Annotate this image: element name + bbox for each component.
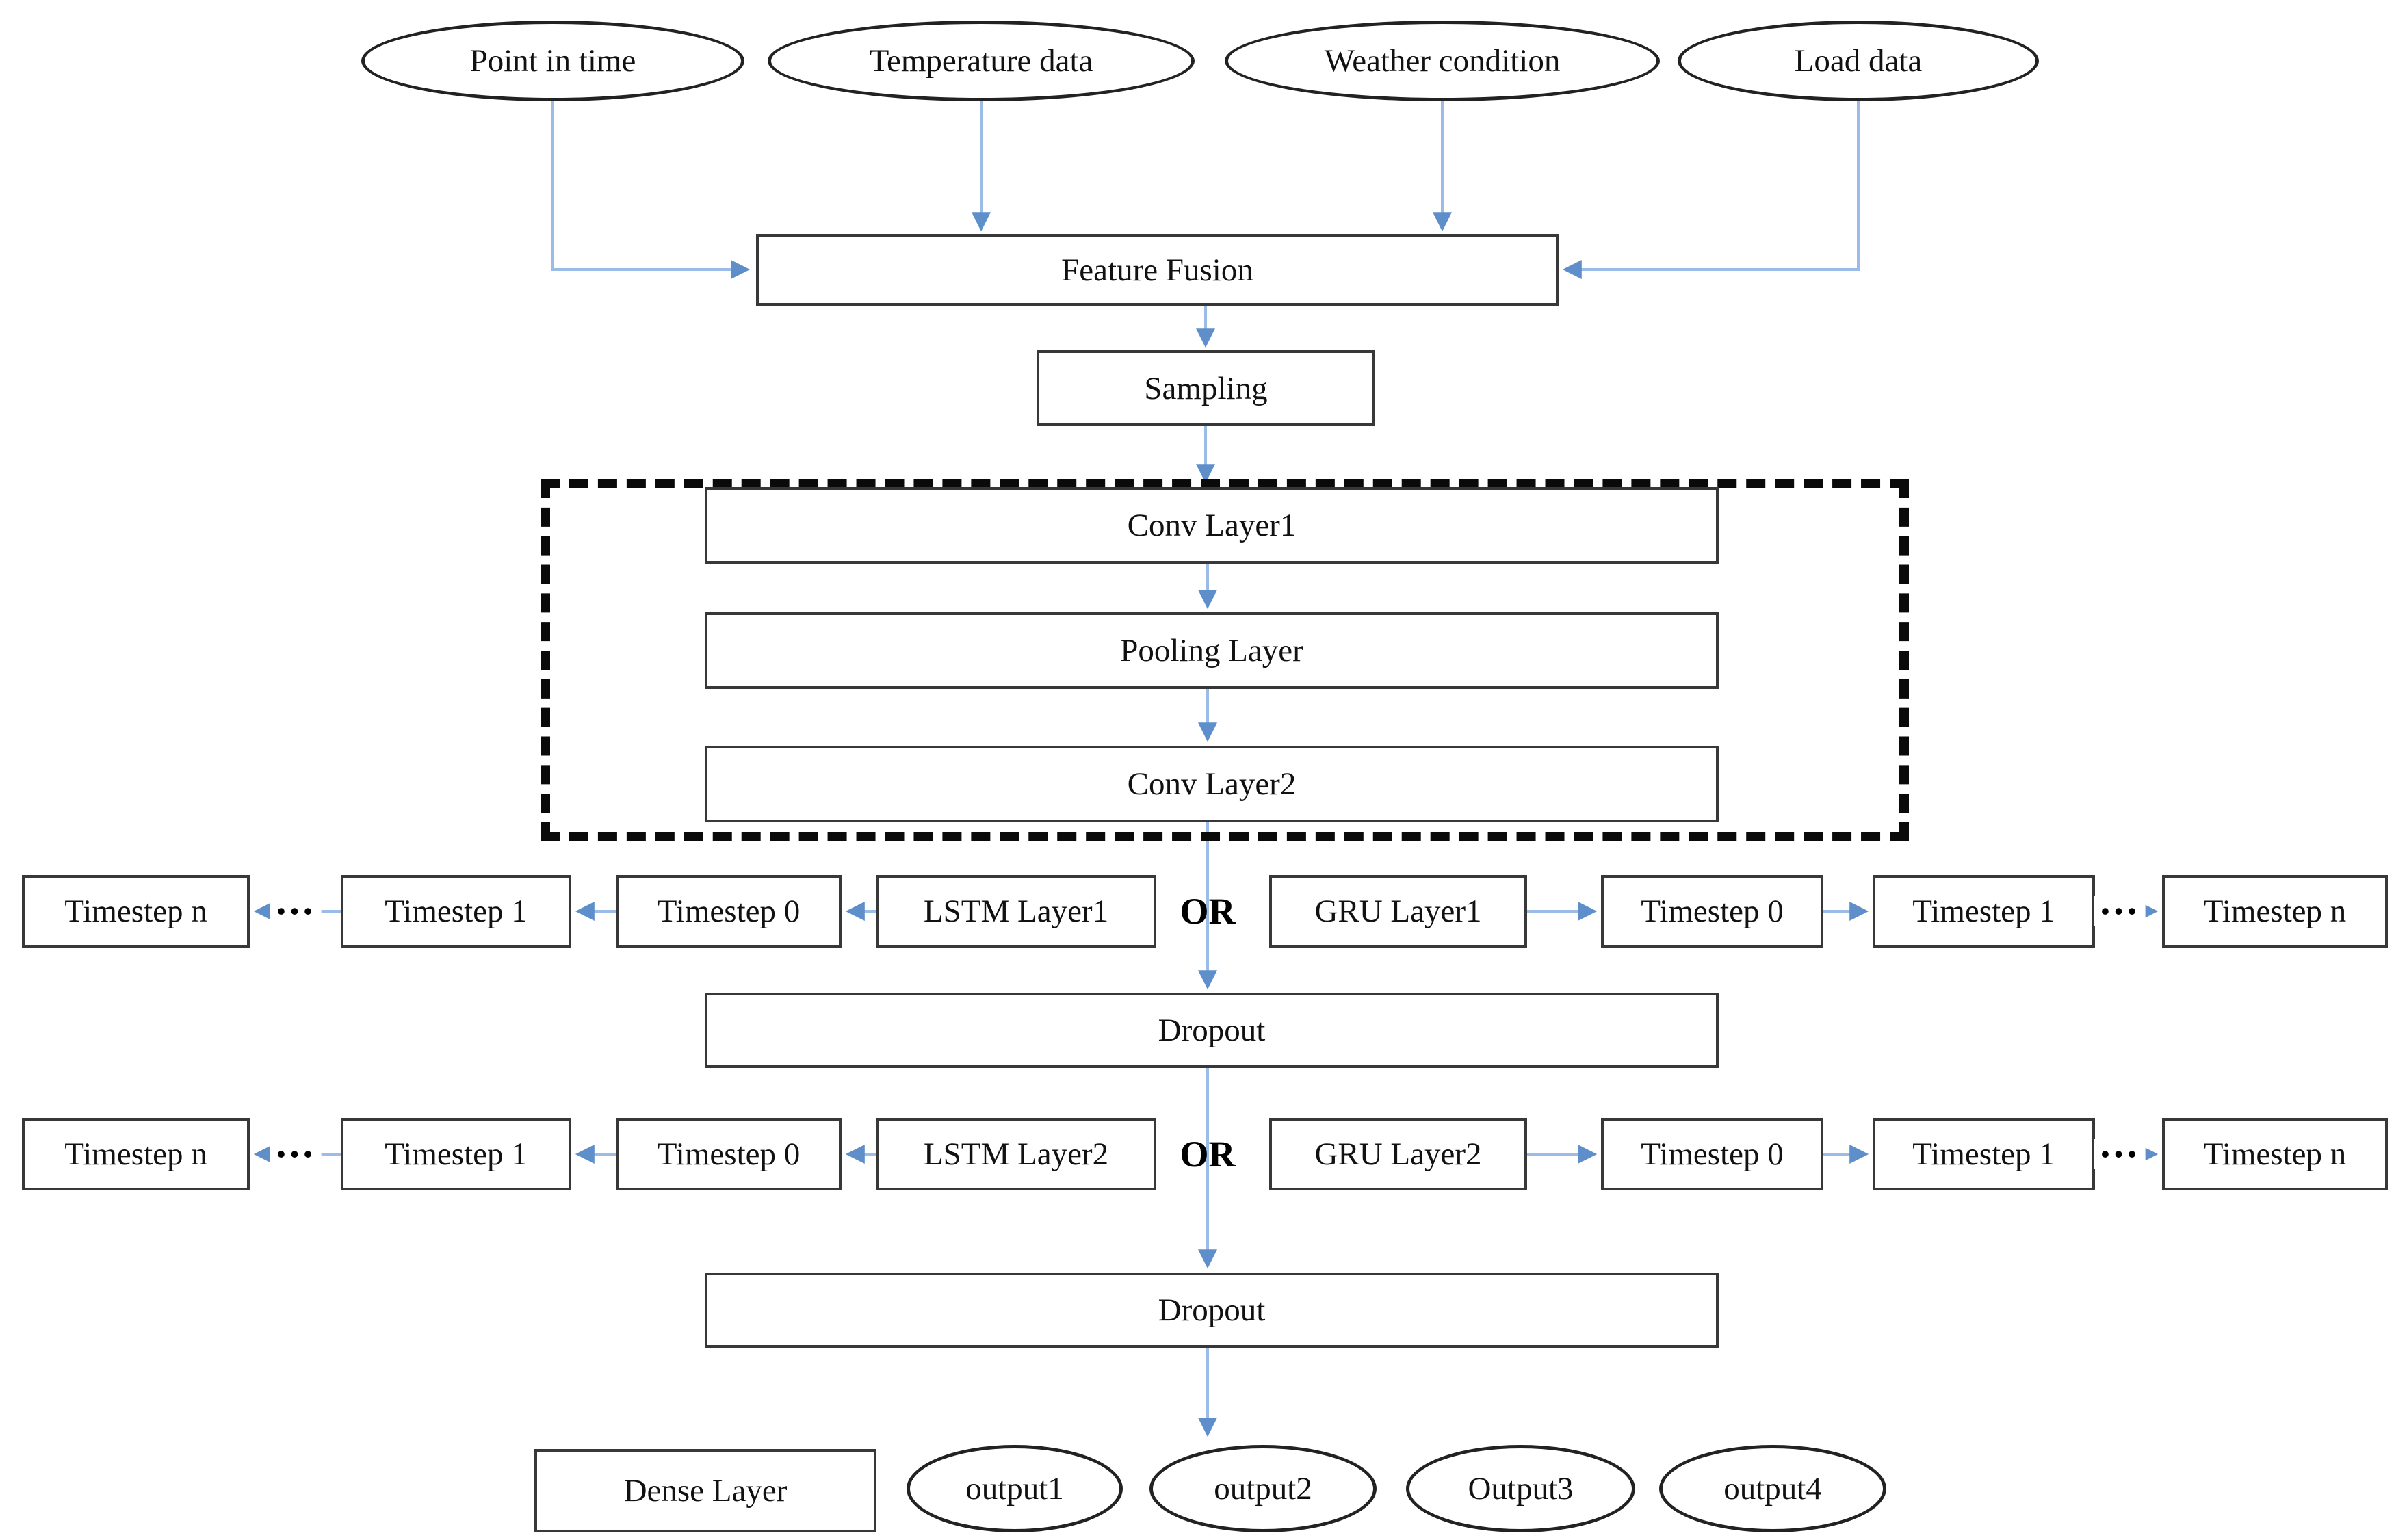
conv-layer1-box: Conv Layer1 <box>705 487 1719 564</box>
input-ellipse-point-in-time: Point in time <box>361 21 744 101</box>
output3-ellipse: Output3 <box>1406 1445 1635 1532</box>
arrow-load-data-to-fusion <box>1562 101 1860 279</box>
pooling-layer-box: Pooling Layer <box>705 612 1719 689</box>
row2-right-timestep-n-box: Timestep n <box>2162 1118 2388 1190</box>
input-ellipse-weather-condition: Weather condition <box>1225 21 1660 101</box>
row1-right-timestep-0-box: Timestep 0 <box>1601 875 1823 948</box>
row2-left-timestep-0-box: Timestep 0 <box>616 1118 842 1190</box>
row1-or-label: OR <box>1180 891 1236 932</box>
feature-fusion-box: Feature Fusion <box>756 234 1559 306</box>
row2-lstm-layer2-box: LSTM Layer2 <box>876 1118 1156 1190</box>
row1-right-ellipsis-dots: ••• <box>2094 896 2146 926</box>
cnn-block-dashed-border <box>541 479 1909 841</box>
row1-right-timestep-1-box: Timestep 1 <box>1873 875 2095 948</box>
input-ellipse-load-data: Load data <box>1678 21 2039 101</box>
row1-gru-layer1-box: GRU Layer1 <box>1269 875 1527 948</box>
sampling-box: Sampling <box>1037 350 1375 426</box>
output4-ellipse: output4 <box>1659 1445 1886 1532</box>
row2-left-timestep-1-box: Timestep 1 <box>341 1118 571 1190</box>
row1-left-timestep-1-box: Timestep 1 <box>341 875 571 948</box>
output2-ellipse: output2 <box>1149 1445 1377 1532</box>
row1-left-ellipsis-dots: ••• <box>270 896 322 926</box>
row1-lstm-layer1-box: LSTM Layer1 <box>876 875 1156 948</box>
row2-right-ellipsis-dots: ••• <box>2094 1139 2146 1169</box>
row2-gru-layer2-box: GRU Layer2 <box>1269 1118 1527 1190</box>
dropout1-box: Dropout <box>705 993 1719 1068</box>
dropout2-box: Dropout <box>705 1273 1719 1348</box>
input-ellipse-temperature-data: Temperature data <box>768 21 1195 101</box>
arrow-point-in-time-to-fusion <box>551 101 751 279</box>
row2-right-timestep-1-box: Timestep 1 <box>1873 1118 2095 1190</box>
row1-right-timestep-n-box: Timestep n <box>2162 875 2388 948</box>
row1-left-timestep-n-box: Timestep n <box>22 875 250 948</box>
conv-layer2-box: Conv Layer2 <box>705 746 1719 822</box>
dense-layer-box: Dense Layer <box>534 1449 876 1532</box>
row2-left-ellipsis-dots: ••• <box>270 1139 322 1169</box>
row2-left-timestep-n-box: Timestep n <box>22 1118 250 1190</box>
row2-or-label: OR <box>1180 1134 1236 1175</box>
row1-left-timestep-0-box: Timestep 0 <box>616 875 842 948</box>
output1-ellipse: output1 <box>907 1445 1123 1532</box>
row2-right-timestep-0-box: Timestep 0 <box>1601 1118 1823 1190</box>
